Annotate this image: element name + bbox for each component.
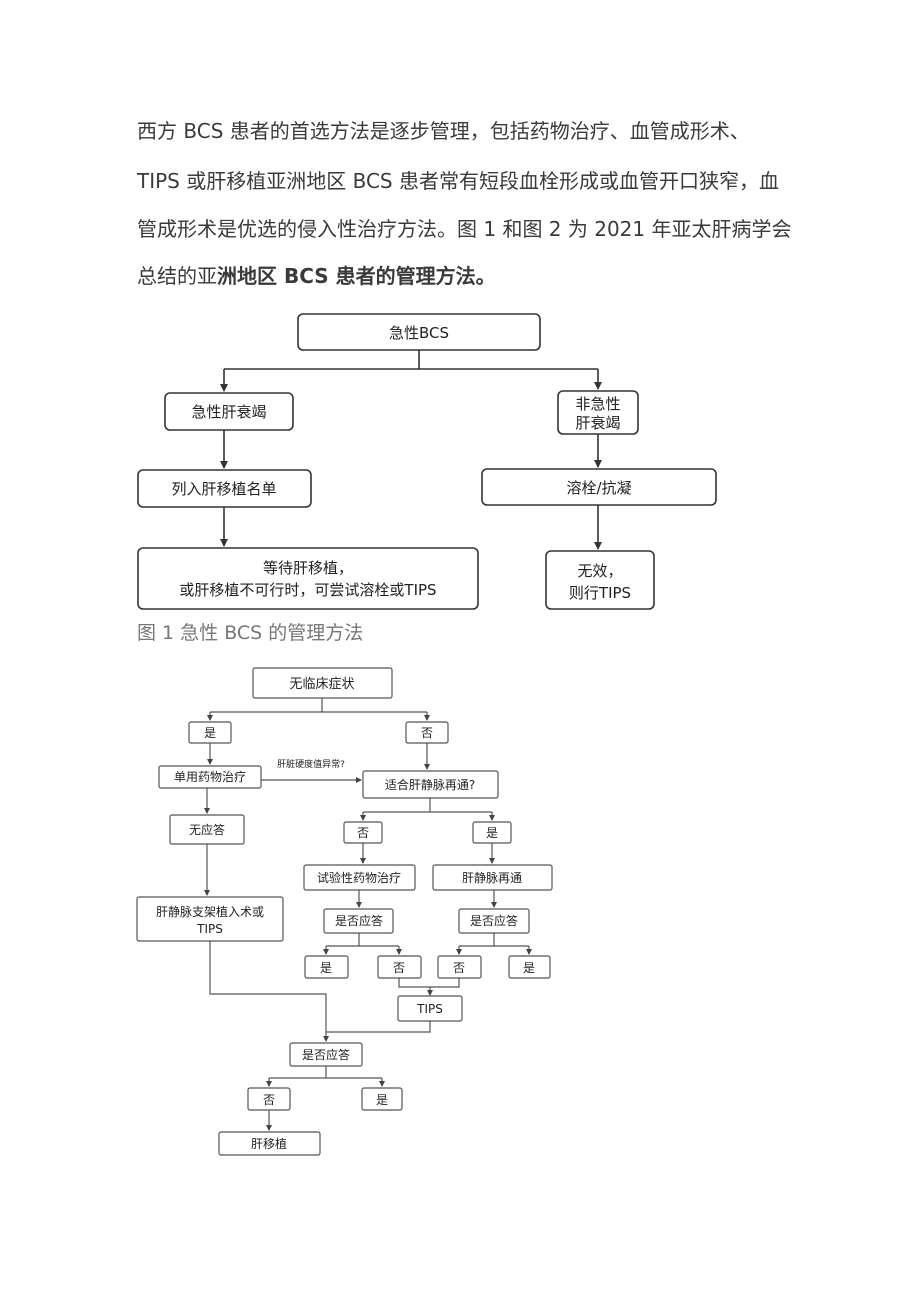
f2-tips: TIPS: [416, 1002, 443, 1016]
figure-2-flowchart: [136, 667, 553, 1156]
node-ineffective-line2: 则行TIPS: [569, 584, 631, 602]
node-acute-bcs: 急性BCS: [389, 324, 449, 342]
f2-stiffness-label: 肝脏硬度值异常?: [277, 758, 345, 770]
f2-no-bottom: 否: [263, 1093, 275, 1107]
node-wait-line1: 等待肝移植，: [263, 559, 353, 577]
f2-response-left: 是否应答: [335, 913, 383, 928]
f2-yes-top: 是: [204, 726, 216, 740]
node-non-acute-line1: 非急性: [575, 395, 620, 413]
paragraph-line-3: 管成形术是优选的侵入性治疗方法。图 1 和图 2 为 2021 年亚太肝病学会: [137, 217, 792, 241]
node-ineffective-line1: 无效，: [577, 562, 622, 580]
f2-trial-drug: 试验性药物治疗: [317, 870, 401, 885]
f2-split-bottom: [269, 1066, 382, 1079]
f2-tips-to-response: [326, 1021, 431, 1033]
node-acute-liver-failure: 急性肝衰竭: [191, 403, 266, 421]
paragraph-line-2: TIPS 或肝移植亚洲地区 BCS 患者常有短段血栓形成或血管开口狭窄，血: [137, 169, 779, 193]
f2-yes-bottom-box: [361, 1087, 403, 1111]
f2-yes-rr: 是: [523, 961, 535, 975]
f2-yes-ll: 是: [320, 961, 332, 975]
f2-hv-recanal-box: [432, 864, 553, 891]
node-acute-liver-failure-box: [164, 392, 294, 431]
node-wait-line2: 或肝移植不可行时，可尝试溶栓或TIPS: [179, 581, 436, 599]
node-thrombolysis-box: [481, 468, 717, 506]
paragraph-line-4: 总结的亚洲地区 BCS 患者的管理方法。: [137, 254, 797, 299]
f2-merge-to-tips: [398, 978, 460, 994]
figure-1-flowchart: [137, 313, 717, 610]
f2-stent-line1: 肝静脉支架植入术或: [156, 904, 264, 919]
f2-yes-bottom: 是: [376, 1093, 388, 1107]
paragraph-line-1: 西方 BCS 患者的首选方法是逐步管理，包括药物治疗、血管成形术、: [137, 119, 750, 143]
f2-split-top: [210, 698, 427, 713]
node-non-acute-line2: 肝衰竭: [575, 414, 620, 432]
f2-hv-recanal: 肝静脉再通: [462, 870, 522, 885]
f2-yes-mid: 是: [486, 826, 498, 840]
f2-split-left: [326, 933, 399, 947]
connector-split-1: [224, 350, 598, 370]
f2-arrow-stent-to-response: [209, 941, 329, 1042]
paragraph-line-4-bold: 洲地区 BCS 患者的管理方法。: [217, 264, 496, 288]
figure-1-caption: 图 1 急性 BCS 的管理方法: [137, 622, 364, 644]
node-thrombolysis: 溶栓/抗凝: [566, 479, 631, 497]
f2-stent-line2: TIPS: [196, 922, 223, 936]
f2-single-drug: 单用药物治疗: [174, 770, 246, 784]
f2-split-mid: [363, 798, 492, 813]
f2-no-top: 否: [421, 726, 433, 740]
f2-liver-transplant: 肝移植: [251, 1136, 287, 1151]
f2-no-mid: 否: [357, 826, 369, 840]
f2-response-bottom: 是否应答: [302, 1047, 350, 1062]
node-transplant-list: 列入肝移植名单: [171, 480, 276, 498]
node-wait-transplant-box: [137, 547, 479, 610]
f2-no-rl: 否: [453, 961, 465, 975]
f2-no-response: 无应答: [189, 822, 225, 837]
f2-split-right: [459, 933, 529, 947]
f2-liver-transplant-box: [218, 1131, 321, 1156]
f2-response-right: 是否应答: [470, 913, 518, 928]
f2-suitable: 适合肝静脉再通?: [385, 777, 475, 792]
f2-single-drug-box: [158, 765, 262, 789]
f2-yes-ll-box: [304, 955, 349, 979]
paragraph-line-4-normal: 总结的亚: [137, 264, 217, 288]
f2-no-lr: 否: [393, 961, 405, 975]
node-ineffective-box: [545, 550, 655, 610]
f2-yes-rr-box: [508, 955, 551, 979]
f2-asymptomatic: 无临床症状: [289, 677, 354, 692]
